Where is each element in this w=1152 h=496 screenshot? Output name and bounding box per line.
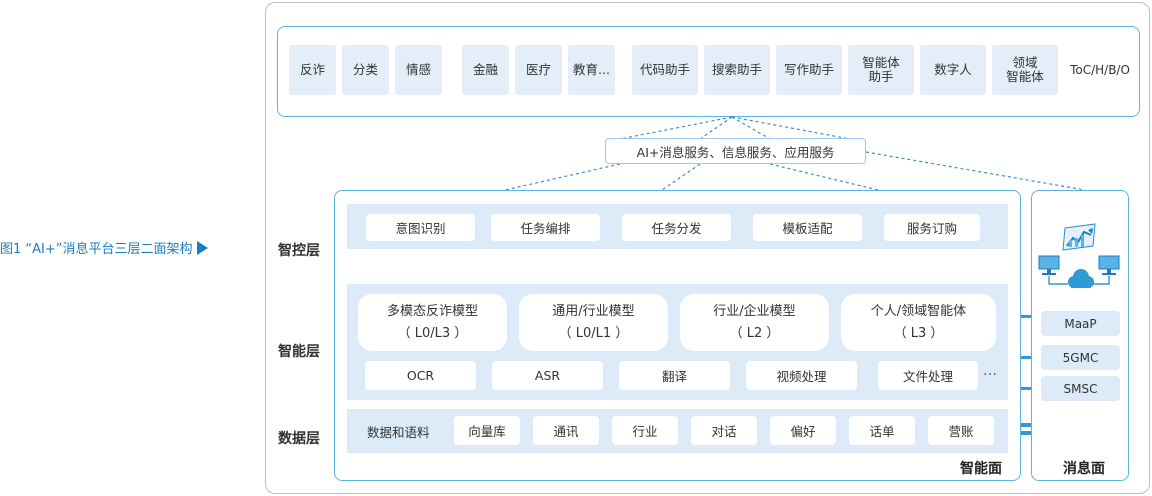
data-item-preference: 偏好: [770, 416, 836, 445]
data-item-industry: 行业: [612, 416, 678, 445]
dotted-line: [865, 151, 1086, 191]
data-item-vector: 向量库: [454, 416, 520, 445]
dotted-line: [731, 116, 771, 140]
dotted-line: [619, 116, 733, 140]
dotted-line: [661, 163, 701, 191]
model-name: 多模态反诈模型: [386, 303, 478, 319]
dotted-line: [504, 163, 621, 191]
capability-translate: 翻译: [619, 361, 730, 390]
model-card-general: 通用/行业模型 （ L0/L1 ）: [519, 294, 668, 351]
control-item-template: 模板适配: [753, 214, 862, 241]
app-chip-domain-agent: 领域 智能体: [992, 45, 1058, 95]
model-card-industry: 行业/企业模型 （ L2 ）: [680, 294, 829, 351]
model-card-personal-agent: 个人/领域智能体 （ L3 ）: [841, 294, 996, 351]
control-item-subscription: 服务订购: [884, 214, 980, 241]
layer-label-data: 数据层: [278, 431, 320, 447]
app-chip-education: 教育...: [568, 45, 615, 95]
app-chip-medical: 医疗: [515, 45, 562, 95]
layer-label-control: 智控层: [278, 243, 320, 259]
capability-ocr: OCR: [365, 361, 476, 390]
data-item-comm: 通讯: [533, 416, 599, 445]
app-chip-finance: 金融: [462, 45, 509, 95]
control-item-dispatch: 任务分发: [622, 214, 731, 241]
architecture-frame: [265, 2, 1150, 494]
msg-item-smsc: SMSC: [1041, 376, 1120, 401]
caption-arrow-icon: [196, 240, 208, 255]
app-chip-sentiment: 情感: [395, 45, 442, 95]
data-item-cdr: 话单: [849, 416, 915, 445]
chart-icon: [1062, 223, 1096, 251]
caption-text: 图1 “AI+”消息平台三层二面架构: [0, 242, 193, 257]
app-chip-agent-assistant: 智能体 助手: [848, 45, 914, 95]
model-level: （ L3 ）: [893, 325, 944, 341]
control-item-orchestration: 任务编排: [491, 214, 600, 241]
dotted-line: [699, 116, 733, 140]
app-chip-search-assistant: 搜索助手: [704, 45, 770, 95]
model-level: （ L0/L1 ）: [558, 325, 629, 341]
figure-caption: 图1 “AI+”消息平台三层二面架构: [0, 238, 208, 257]
audience-label: ToC/H/B/O: [1070, 63, 1130, 77]
control-item-intent: 意图识别: [366, 214, 475, 241]
data-item-billing: 营账: [928, 416, 994, 445]
dotted-line: [731, 116, 851, 140]
model-level: （ L0/L3 ）: [397, 325, 468, 341]
monitor-icon: [1038, 255, 1060, 275]
app-chip-writing-assistant: 写作助手: [776, 45, 842, 95]
model-level: （ L2 ）: [729, 325, 780, 341]
message-face-label: 消息面: [1063, 461, 1105, 477]
app-chip-fraud: 反诈: [289, 45, 336, 95]
model-name: 个人/领域智能体: [870, 303, 967, 319]
network-cloud-icon: [1038, 223, 1120, 288]
capability-asr: ASR: [492, 361, 603, 390]
smart-face-label: 智能面: [960, 461, 1002, 477]
layer-label-intelligence: 智能层: [278, 344, 320, 360]
ellipsis-text: …: [983, 363, 997, 379]
msg-item-maap: MaaP: [1041, 311, 1120, 336]
model-name: 行业/企业模型: [713, 303, 796, 319]
capability-file: 文件处理: [878, 361, 978, 390]
data-item-dialog: 对话: [691, 416, 757, 445]
app-chip-classify: 分类: [342, 45, 389, 95]
capability-video: 视频处理: [746, 361, 857, 390]
app-chip-code-assistant: 代码助手: [632, 45, 698, 95]
data-layer-title: 数据和语料: [367, 425, 430, 440]
services-pill: AI+消息服务、信息服务、应用服务: [605, 138, 866, 164]
model-name: 通用/行业模型: [552, 303, 635, 319]
model-card-multimodal: 多模态反诈模型 （ L0/L3 ）: [358, 294, 507, 351]
dotted-line: [769, 163, 879, 191]
monitor-icon: [1098, 255, 1120, 275]
app-chip-digital-human: 数字人: [920, 45, 986, 95]
cloud-icon: [1068, 269, 1094, 288]
msg-item-5gmc: 5GMC: [1041, 345, 1120, 370]
